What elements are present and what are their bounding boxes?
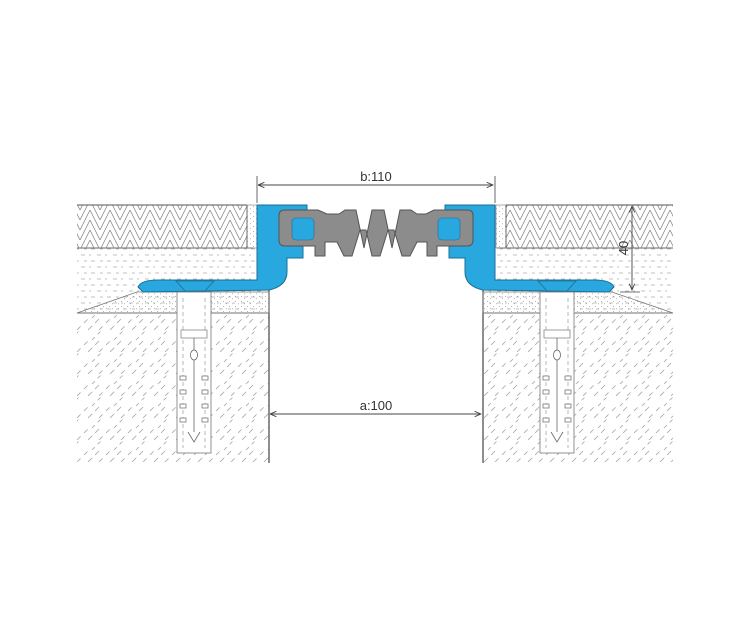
floor-tile-left — [77, 205, 247, 248]
insert-body — [278, 209, 474, 257]
mortar-bed — [76, 291, 674, 314]
dimension-a-label: a:100 — [360, 398, 393, 413]
anchor-right — [539, 291, 575, 454]
dimension-b: b:110 — [256, 169, 496, 203]
concrete-substrate — [77, 288, 673, 463]
floor-tile-right — [506, 205, 673, 248]
floor-covering — [77, 204, 673, 249]
concrete-right — [483, 313, 673, 463]
anchor-left — [176, 291, 212, 454]
dimension-b-label: b:110 — [360, 169, 392, 184]
concrete-left — [77, 313, 269, 463]
rubber-insert — [278, 209, 474, 257]
dimension-height-label: 40 — [616, 241, 631, 255]
dimension-height: 40 — [616, 204, 640, 293]
dimension-a: a:100 — [271, 398, 481, 414]
